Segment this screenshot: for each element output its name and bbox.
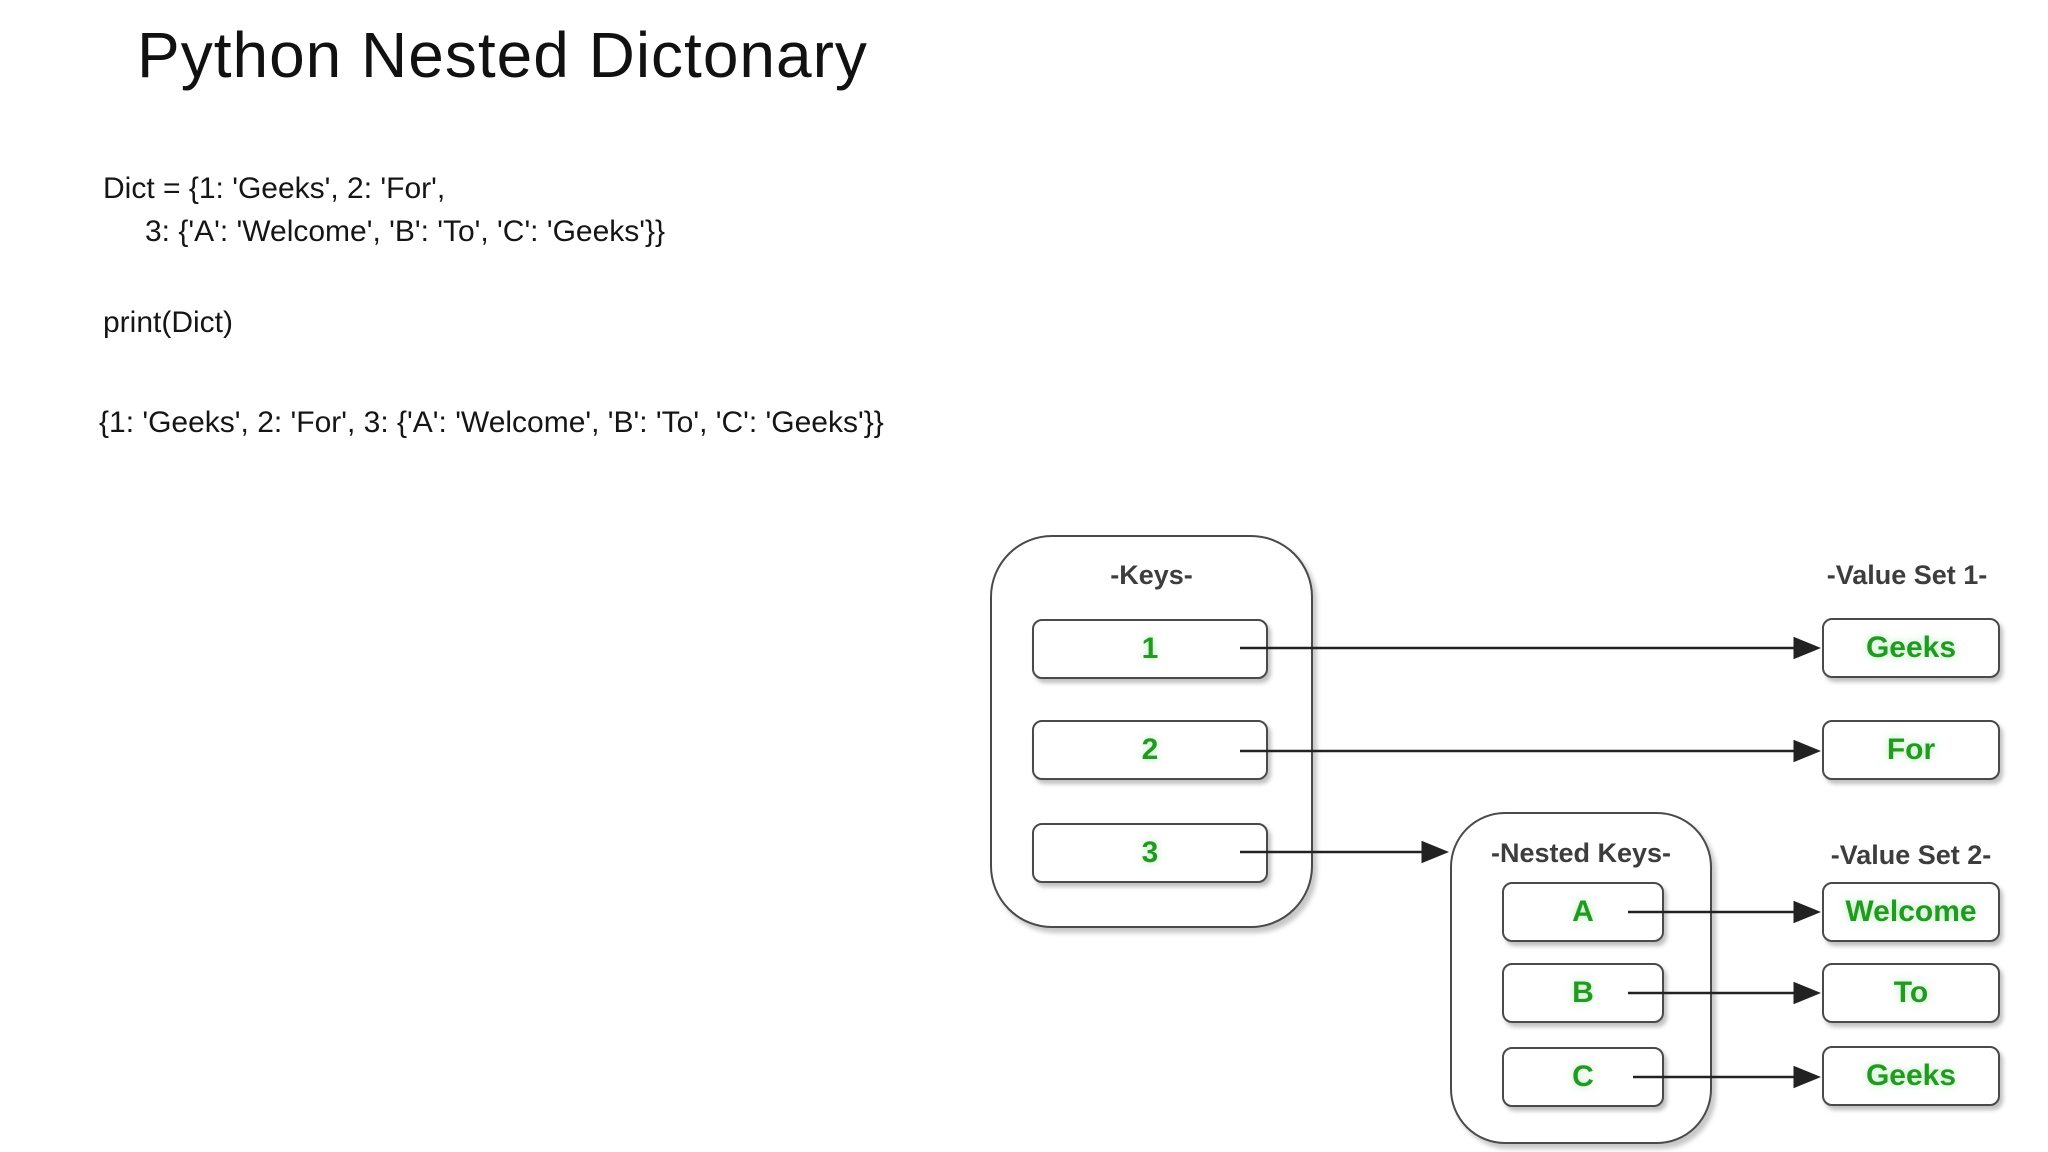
code-output-line: {1: 'Geeks', 2: 'For', 3: {'A': 'Welcome… (99, 406, 884, 439)
value-set2-box-to: To (1822, 963, 2000, 1023)
page-title: Python Nested Dictonary (137, 19, 868, 91)
nested-key-box-a: A (1502, 882, 1664, 942)
value-set1-box-geeks: Geeks (1822, 618, 2000, 678)
value-set1-label: -Value Set 1- (1826, 560, 1988, 590)
key-box-3: 3 (1032, 823, 1268, 883)
code-dict-definition-line1: Dict = {1: 'Geeks', 2: 'For', (103, 172, 446, 205)
code-print-statement: print(Dict) (103, 306, 234, 339)
nested-key-box-b: B (1502, 963, 1664, 1023)
value-set2-box-geeks: Geeks (1822, 1046, 2000, 1106)
code-dict-definition-line2: 3: {'A': 'Welcome', 'B': 'To', 'C': 'Gee… (145, 215, 666, 248)
key-box-1: 1 (1032, 619, 1268, 679)
nested-keys-group-label: -Nested Keys- (1490, 838, 1672, 868)
nested-key-box-c: C (1502, 1047, 1664, 1107)
value-set2-label: -Value Set 2- (1830, 840, 1992, 870)
value-set2-box-welcome: Welcome (1822, 882, 2000, 942)
keys-group-label: -Keys- (1110, 560, 1193, 590)
key-box-2: 2 (1032, 720, 1268, 780)
value-set1-box-for: For (1822, 720, 2000, 780)
